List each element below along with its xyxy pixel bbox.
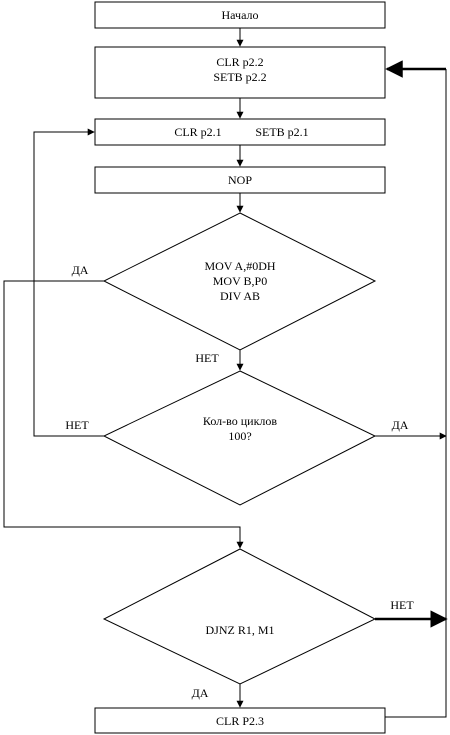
cycles-line2: 100? bbox=[228, 429, 251, 443]
start-label: Начало bbox=[222, 8, 259, 22]
arrow-cycles-no-to-p21 bbox=[33, 128, 104, 437]
clr-p21-part2: SETB p2.1 bbox=[255, 125, 308, 139]
djnz-yes-label: ДА bbox=[192, 686, 209, 700]
clr-p21-block bbox=[94, 118, 386, 146]
nop-block bbox=[94, 166, 386, 194]
clr-p23-label: CLR P2.3 bbox=[216, 714, 264, 728]
arrow-div-yes-to-djnz bbox=[3, 280, 244, 549]
clr-p22-block bbox=[94, 46, 386, 99]
cycles-line1: Кол-во циклов bbox=[203, 414, 277, 428]
djnz-decision bbox=[102, 548, 377, 685]
clr-p21-part1: CLR p2.1 bbox=[174, 125, 221, 139]
clr-p22-line1: CLR p2.2 bbox=[216, 55, 263, 69]
start-block bbox=[94, 1, 386, 29]
djnz-label: DJNZ R1, M1 bbox=[205, 623, 274, 637]
div-no-label: НЕТ bbox=[195, 351, 219, 365]
div-line1: MOV A,#0DH bbox=[204, 259, 275, 273]
div-yes-label: ДА bbox=[72, 263, 89, 277]
clr-p23-block bbox=[94, 707, 386, 734]
loop-end-right-line bbox=[385, 69, 447, 718]
clr-p22-line2: SETB p2.2 bbox=[213, 70, 266, 84]
djnz-no-label: НЕТ bbox=[390, 598, 414, 612]
cycles-yes-label: ДА bbox=[392, 418, 409, 432]
nop-label: NOP bbox=[228, 173, 252, 187]
div-line2: MOV B,P0 bbox=[213, 274, 267, 288]
cycles-decision bbox=[102, 370, 377, 506]
cycles-no-label: НЕТ bbox=[65, 418, 89, 432]
div-line3: DIV AB bbox=[220, 289, 260, 303]
